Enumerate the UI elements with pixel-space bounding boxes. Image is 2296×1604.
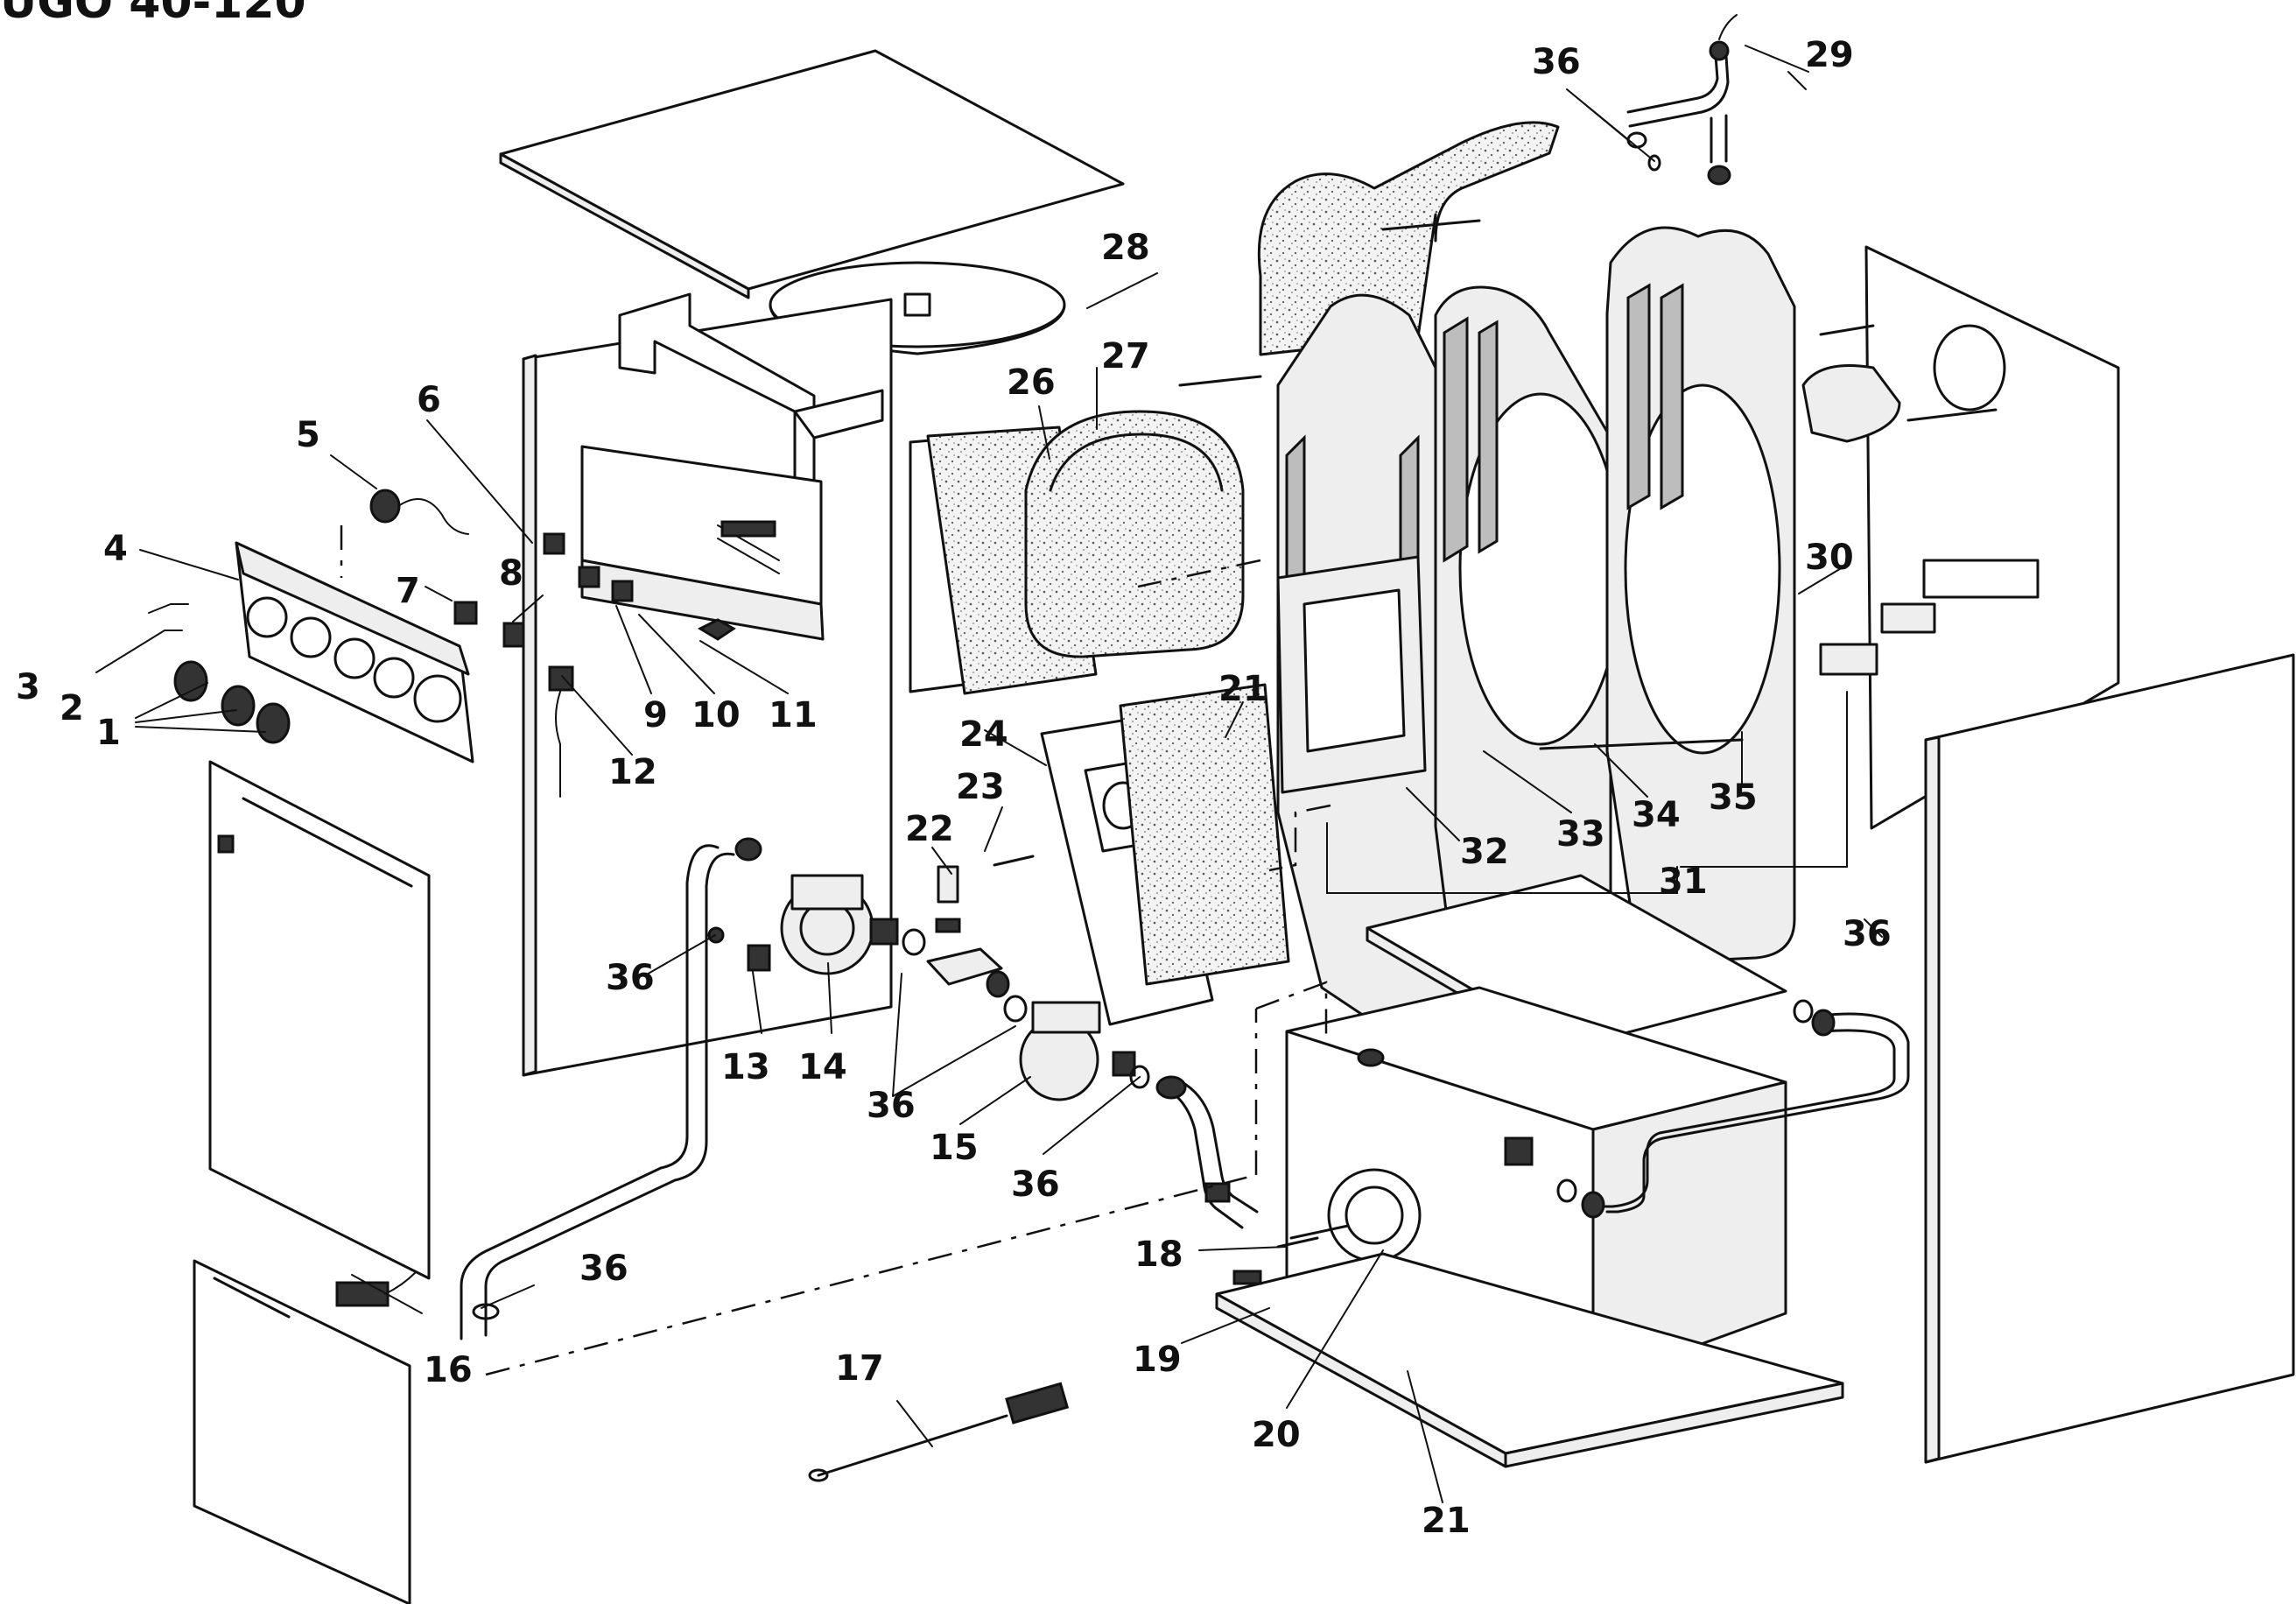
base-screws — [1232, 1236, 1319, 1285]
control-panel-facia — [235, 541, 474, 763]
top-pipe-29 — [1626, 14, 1738, 186]
callout-19: 19 — [1133, 1340, 1182, 1380]
callout-11: 11 — [769, 695, 818, 735]
front-insulation-gasket — [1119, 683, 1290, 986]
cast-iron-section-rear — [1605, 226, 1796, 963]
assembly-guide-lines — [485, 559, 1331, 1376]
callout-22: 22 — [905, 809, 954, 849]
callout-20: 20 — [1252, 1415, 1301, 1455]
callout-33: 33 — [1556, 814, 1605, 855]
callout-23: 23 — [956, 767, 1005, 807]
callout-30: 30 — [1805, 538, 1854, 578]
callout-36-pump: 36 — [867, 1086, 916, 1126]
callout-36-pipe: 36 — [1011, 1164, 1060, 1205]
callout-28: 28 — [1101, 228, 1150, 268]
diagram-title: UGO 40-120 — [0, 0, 306, 29]
circulation-pump-15 — [1003, 995, 1150, 1101]
callout-36-left: 36 — [606, 958, 655, 998]
callout-36-top: 36 — [1532, 42, 1581, 82]
callout-34: 34 — [1632, 795, 1681, 835]
return-pipe-centre — [1155, 1075, 1259, 1229]
rear-insulation — [1257, 121, 1560, 356]
tee-fitting — [902, 928, 1010, 998]
callout-18: 18 — [1134, 1235, 1183, 1275]
callout-9: 9 — [643, 695, 668, 735]
callout-24: 24 — [959, 714, 1008, 755]
sensor-probe-17 — [808, 1382, 1070, 1482]
callout-15: 15 — [930, 1128, 979, 1168]
circulation-pump-14 — [780, 874, 899, 975]
callout-21-top: 21 — [1218, 669, 1267, 709]
front-door-upper — [208, 760, 431, 1280]
callout-10: 10 — [692, 695, 741, 735]
flow-pipe-left — [460, 837, 762, 1340]
control-knobs — [173, 660, 291, 744]
callout-36-right: 36 — [1843, 914, 1892, 954]
callout-29: 29 — [1805, 35, 1854, 75]
callout-5: 5 — [296, 415, 320, 455]
callout-4: 4 — [103, 529, 128, 569]
base-plinth — [1215, 1252, 1844, 1468]
return-pipe-right — [1504, 999, 1910, 1219]
callout-27: 27 — [1101, 336, 1150, 376]
callout-2: 2 — [60, 688, 84, 728]
right-side-panel — [1924, 653, 2295, 1464]
front-door-lower — [193, 1259, 417, 1604]
callout-16: 16 — [424, 1350, 473, 1390]
control-box — [580, 445, 825, 641]
callout-31: 31 — [1659, 862, 1708, 902]
callout-32: 32 — [1460, 832, 1509, 872]
callout-26: 26 — [1007, 362, 1056, 403]
callout-13: 13 — [721, 1047, 770, 1087]
callout-17: 17 — [835, 1348, 884, 1389]
callout-14: 14 — [798, 1047, 847, 1087]
safety-valve-22 — [935, 865, 961, 933]
rear-plate — [1801, 245, 2120, 830]
callout-7: 7 — [396, 571, 420, 611]
insulation-arch-27 — [1024, 410, 1245, 658]
callout-35: 35 — [1709, 777, 1758, 818]
callout-3: 3 — [16, 667, 40, 707]
control-components — [340, 489, 736, 798]
burner-screw-23 — [993, 855, 1035, 867]
callout-21-bottom: 21 — [1422, 1501, 1471, 1541]
callout-12: 12 — [608, 752, 657, 792]
callout-36-lower: 36 — [579, 1249, 628, 1289]
tie-rods — [1178, 219, 1744, 750]
callout-1: 1 — [96, 713, 121, 753]
cast-iron-section-mid — [1434, 285, 1623, 1003]
callout-6: 6 — [417, 380, 441, 420]
leader-lines — [95, 45, 1883, 1503]
callout-8: 8 — [499, 553, 523, 594]
top-cover-plate — [499, 49, 1125, 299]
